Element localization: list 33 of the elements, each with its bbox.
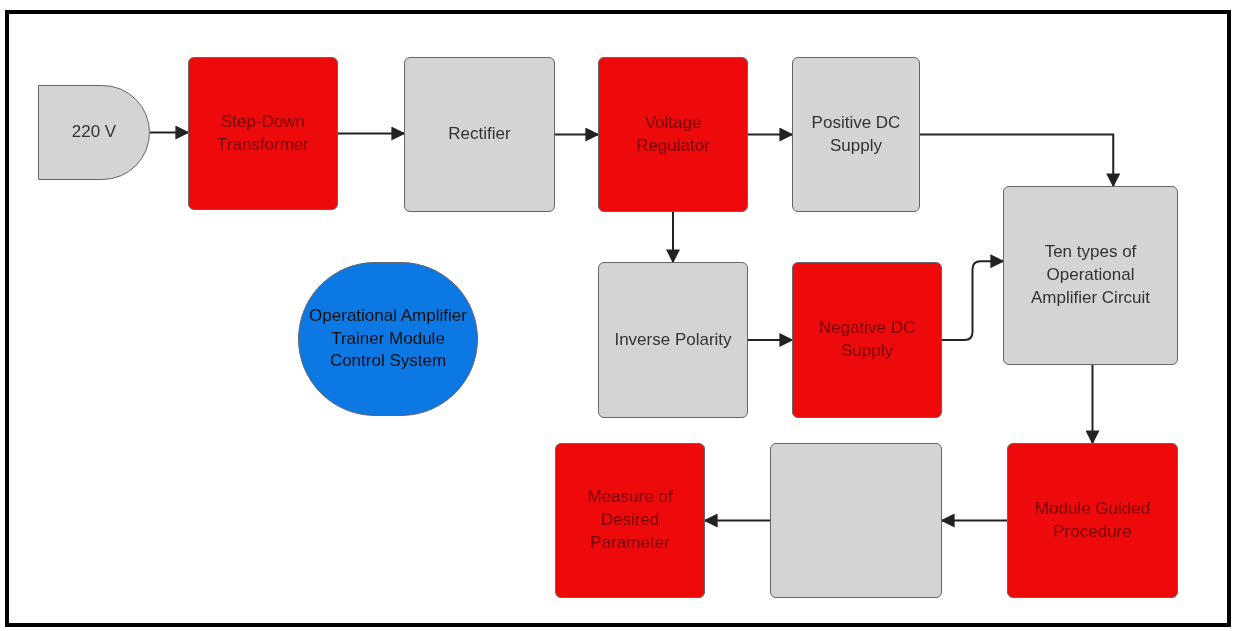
arrow [666, 211, 680, 264]
node-label: Negative DC Supply [817, 317, 917, 362]
arrow [941, 254, 1005, 341]
node-label: Rectifier [447, 123, 512, 146]
node-label: Module Guided Procedure [1033, 497, 1152, 543]
arrow [1085, 364, 1100, 445]
process-box [188, 57, 338, 210]
input-terminal [38, 85, 150, 180]
node-label: Positive DC Supply [810, 111, 902, 157]
node-label: Step-Down Transformer [216, 110, 310, 156]
node-label: Ten types of Operational Amplifier Circuit [1030, 241, 1151, 309]
node-label: Voltage Regulator [635, 111, 711, 157]
process-box [1007, 443, 1178, 598]
arrow [747, 127, 794, 142]
arrow [919, 133, 1121, 188]
node-label: Operational Amplifier Trainer Module Control System [308, 304, 468, 373]
arrow [337, 126, 406, 141]
process-box [792, 262, 942, 418]
node-label: Measure of Desired Parameter [586, 486, 674, 554]
arrow [747, 333, 794, 347]
arrow [940, 513, 1008, 528]
node-label: 220 V [70, 121, 118, 144]
box-node [770, 443, 942, 598]
arrow [703, 513, 771, 528]
process-box [792, 57, 920, 212]
process-box [555, 443, 705, 598]
arrow [149, 125, 190, 140]
process-box [598, 262, 748, 418]
process-box [598, 57, 748, 212]
arrow [554, 127, 600, 142]
node-label: Inverse Polarity [613, 328, 733, 351]
process-box [404, 57, 555, 212]
process-box [1003, 186, 1178, 365]
